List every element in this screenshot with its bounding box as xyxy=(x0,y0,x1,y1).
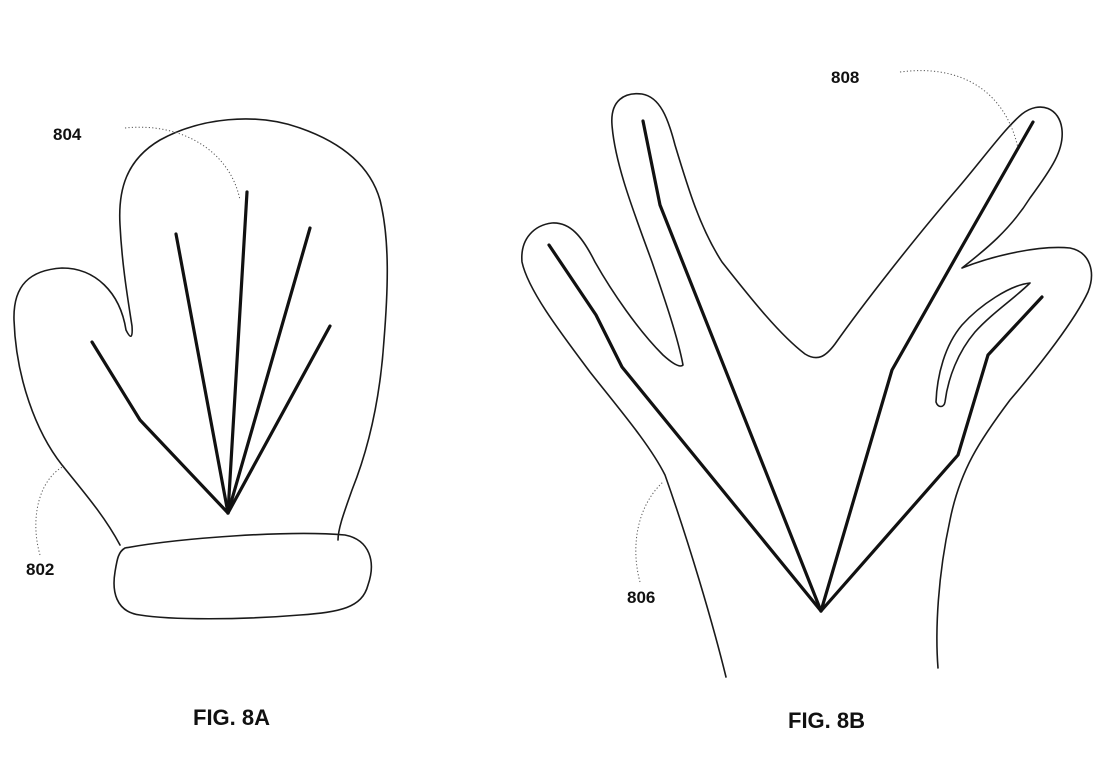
skeleton-thumb xyxy=(90,340,230,515)
skeleton-index-b xyxy=(641,119,823,613)
caption-fig-8a: FIG. 8A xyxy=(193,705,270,730)
leader-804 xyxy=(124,126,241,201)
caption-fig-8b: FIG. 8B xyxy=(788,708,865,733)
mitten-outline xyxy=(13,118,389,546)
leader-802 xyxy=(35,465,65,556)
mitten-skeleton xyxy=(90,190,332,515)
skeleton-ring-b xyxy=(819,295,1044,613)
fig-8b: 808 806 FIG. 8B xyxy=(521,68,1093,733)
skeleton-finger-3 xyxy=(226,226,312,515)
hand-skeleton xyxy=(547,119,1044,613)
mitten-cuff xyxy=(113,532,373,620)
hand-outline xyxy=(521,92,1093,678)
skeleton-middle-b xyxy=(819,120,1035,613)
skeleton-finger-2 xyxy=(226,190,249,515)
leader-808 xyxy=(899,70,1019,149)
hand-inner-notch xyxy=(935,282,1031,408)
fig-8a: 804 802 FIG. 8A xyxy=(13,118,389,730)
skeleton-thumb-b xyxy=(547,243,823,613)
label-808: 808 xyxy=(831,68,859,87)
label-806: 806 xyxy=(627,588,655,607)
skeleton-finger-4 xyxy=(226,324,332,515)
label-804: 804 xyxy=(53,125,82,144)
label-802: 802 xyxy=(26,560,54,579)
leader-806 xyxy=(635,481,664,583)
skeleton-finger-1 xyxy=(174,232,230,515)
